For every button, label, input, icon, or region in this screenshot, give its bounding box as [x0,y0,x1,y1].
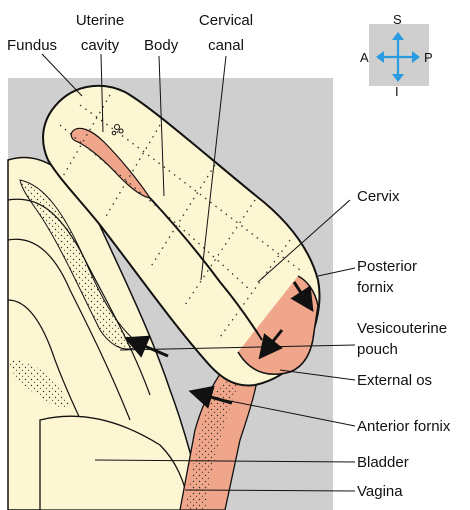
label-anterior-fornix: Anterior fornix [357,418,450,435]
label-cervical-canal-line1: Cervical [190,12,262,29]
label-posterior-fornix-line2: fornix [357,279,394,296]
label-vesicouterine-pouch-line2: pouch [357,341,398,358]
label-fundus: Fundus [7,37,57,54]
label-posterior-fornix-line1: Posterior [357,258,417,275]
label-vesicouterine-pouch-line1: Vesicouterine [357,320,447,337]
compass-label-inferior: I [395,83,399,100]
label-vagina: Vagina [357,483,403,500]
label-cervix: Cervix [357,188,400,205]
label-uterine-cavity-line2: cavity [70,37,130,54]
label-bladder: Bladder [357,454,409,471]
label-body: Body [144,37,178,54]
label-uterine-cavity-line1: Uterine [70,12,130,29]
label-external-os: External os [357,372,432,389]
compass-label-anterior: A [360,49,369,66]
compass-label-superior: S [393,11,402,28]
compass-label-posterior: P [424,49,433,66]
label-cervical-canal-line2: canal [190,37,262,54]
orientation-compass [369,24,429,86]
